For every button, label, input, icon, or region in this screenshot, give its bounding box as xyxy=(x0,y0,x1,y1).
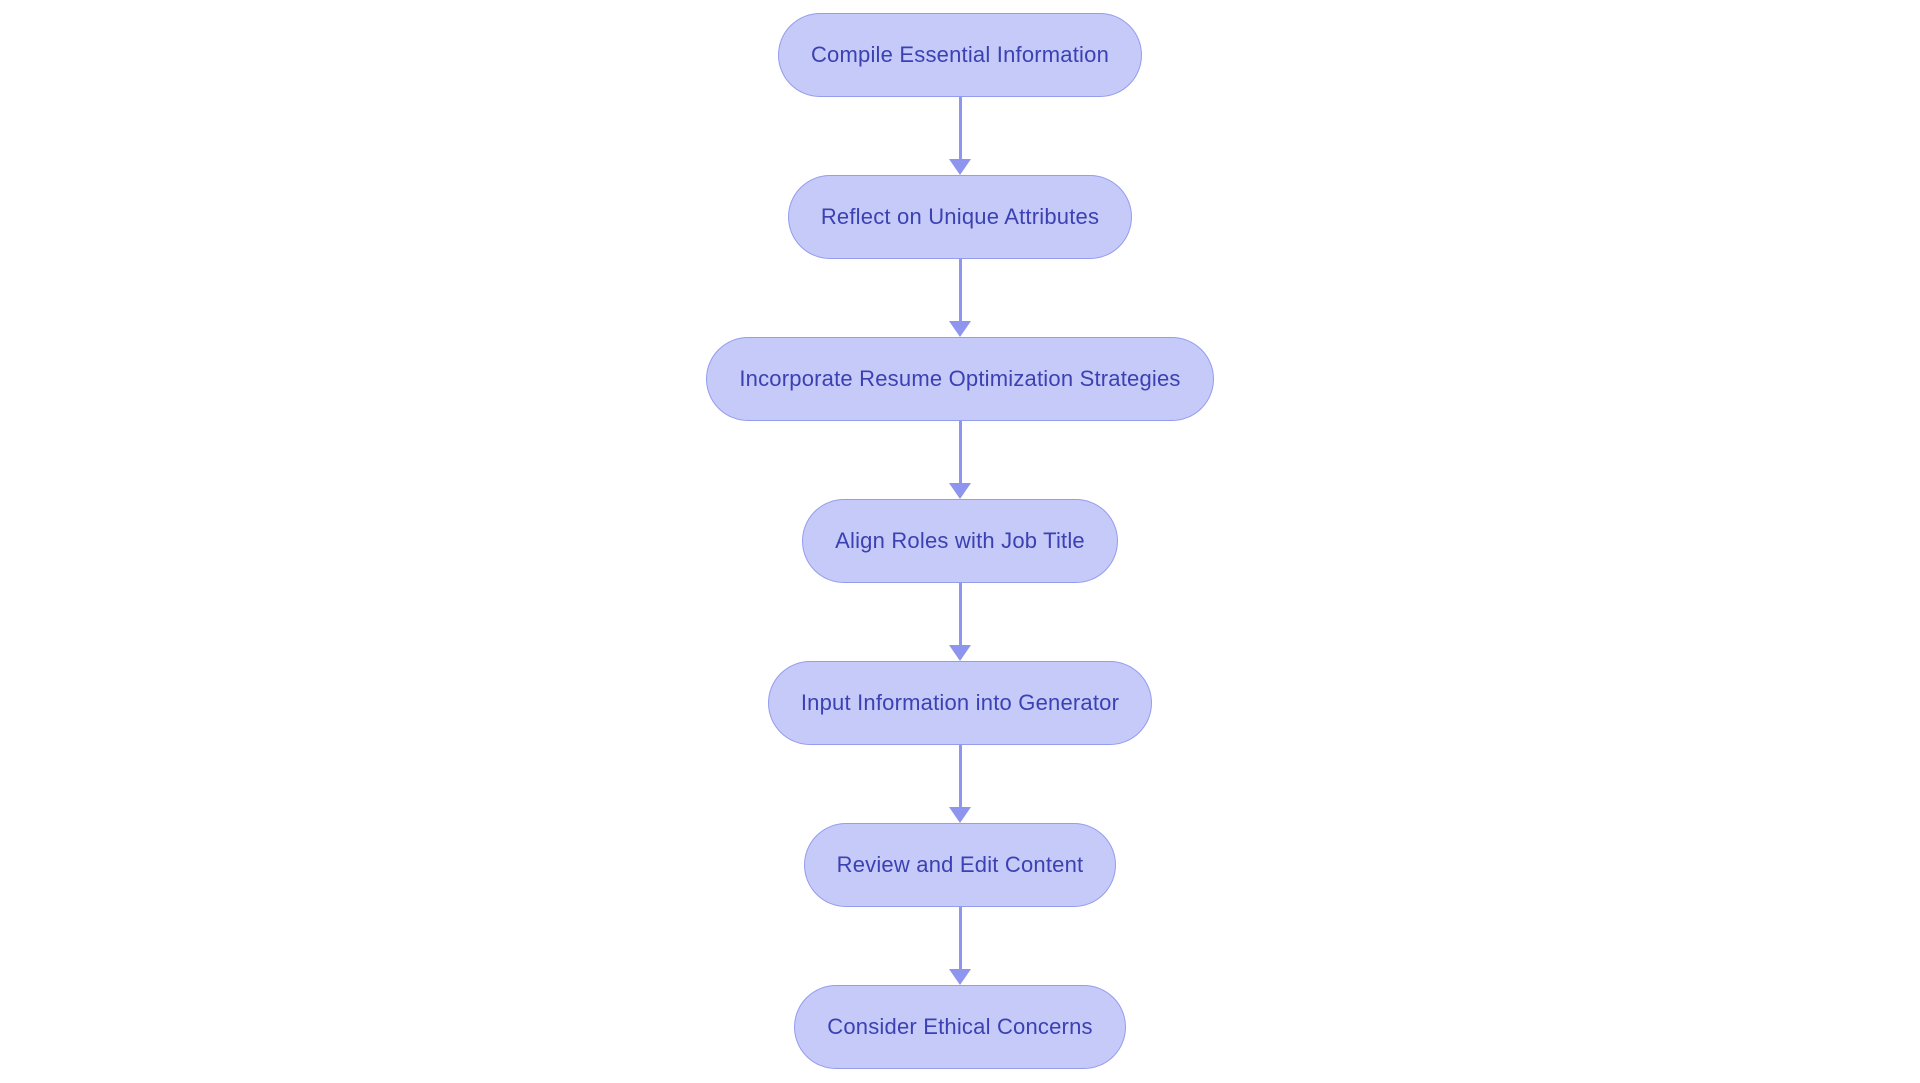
flow-node: Reflect on Unique Attributes xyxy=(787,175,1133,259)
flow-node: Align Roles with Job Title xyxy=(802,499,1118,583)
arrow-down-icon xyxy=(949,483,971,499)
arrow-down-icon xyxy=(949,969,971,985)
flow-connector-arrow xyxy=(949,745,971,823)
flow-node: Consider Ethical Concerns xyxy=(794,985,1126,1069)
arrow-down-icon xyxy=(949,807,971,823)
arrow-shaft xyxy=(958,907,962,969)
arrow-shaft xyxy=(958,259,962,321)
flow-connector-arrow xyxy=(949,583,971,661)
arrow-shaft xyxy=(958,421,962,483)
flow-node-label: Incorporate Resume Optimization Strategi… xyxy=(739,366,1181,391)
flow-node-label: Input Information into Generator xyxy=(800,690,1120,715)
arrow-shaft xyxy=(958,583,962,645)
flow-connector-arrow xyxy=(949,421,971,499)
arrow-shaft xyxy=(958,97,962,159)
flow-node-label: Compile Essential Information xyxy=(810,42,1110,67)
flow-node: Incorporate Resume Optimization Strategi… xyxy=(706,337,1214,421)
flow-connector-arrow xyxy=(949,259,971,337)
flow-node: Review and Edit Content xyxy=(803,823,1117,907)
flow-node-label: Align Roles with Job Title xyxy=(835,528,1085,553)
flow-node: Compile Essential Information xyxy=(777,13,1143,97)
arrow-down-icon xyxy=(949,321,971,337)
flow-node: Input Information into Generator xyxy=(767,661,1153,745)
arrow-down-icon xyxy=(949,645,971,661)
arrow-shaft xyxy=(958,745,962,807)
flow-connector-arrow xyxy=(949,97,971,175)
flow-node-label: Reflect on Unique Attributes xyxy=(820,204,1100,229)
flow-node-label: Review and Edit Content xyxy=(836,852,1084,877)
flow-node-label: Consider Ethical Concerns xyxy=(827,1014,1093,1039)
arrow-down-icon xyxy=(949,159,971,175)
flow-connector-arrow xyxy=(949,907,971,985)
